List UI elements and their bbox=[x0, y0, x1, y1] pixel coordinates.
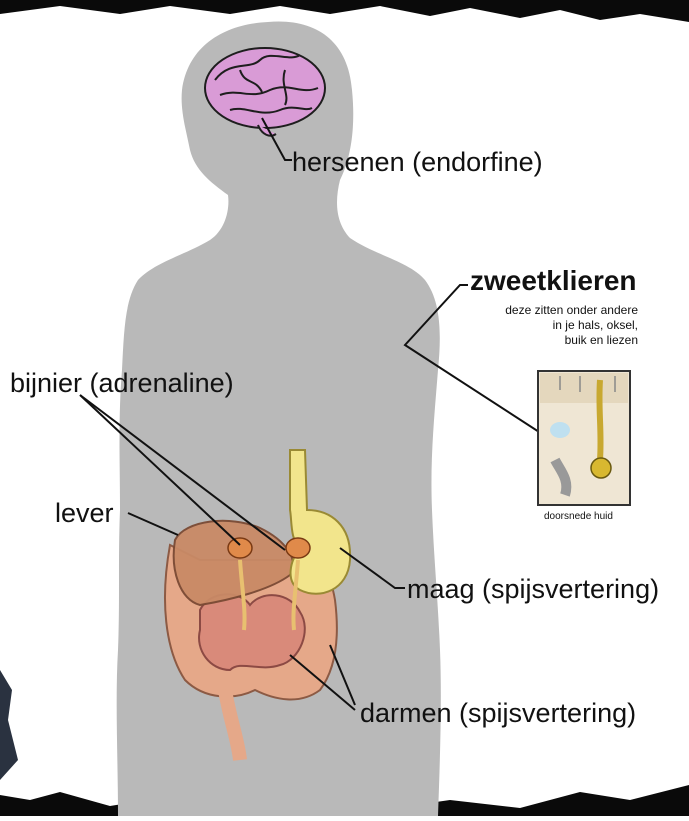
label-sweat-desc: deze zitten onder andere in je hals, oks… bbox=[482, 303, 638, 348]
label-brain: hersenen (endorfine) bbox=[292, 147, 543, 178]
label-sweat-glands: zweetklieren bbox=[470, 265, 637, 297]
sweat-desc-line-3: buik en liezen bbox=[482, 333, 638, 348]
label-liver: lever bbox=[55, 498, 114, 529]
label-stomach: maag (spijsvertering) bbox=[407, 574, 659, 605]
top-frame-edge bbox=[0, 0, 689, 22]
label-skin-caption: doorsnede huid bbox=[544, 511, 613, 522]
sweat-desc-line-2: in je hals, oksel, bbox=[482, 318, 638, 333]
sweat-desc-line-1: deze zitten onder andere bbox=[482, 303, 638, 318]
label-adrenal: bijnier (adrenaline) bbox=[10, 368, 234, 399]
bottom-left-dark bbox=[0, 670, 18, 780]
skin-cross-section bbox=[538, 371, 630, 505]
label-intestines: darmen (spijsvertering) bbox=[360, 698, 636, 729]
